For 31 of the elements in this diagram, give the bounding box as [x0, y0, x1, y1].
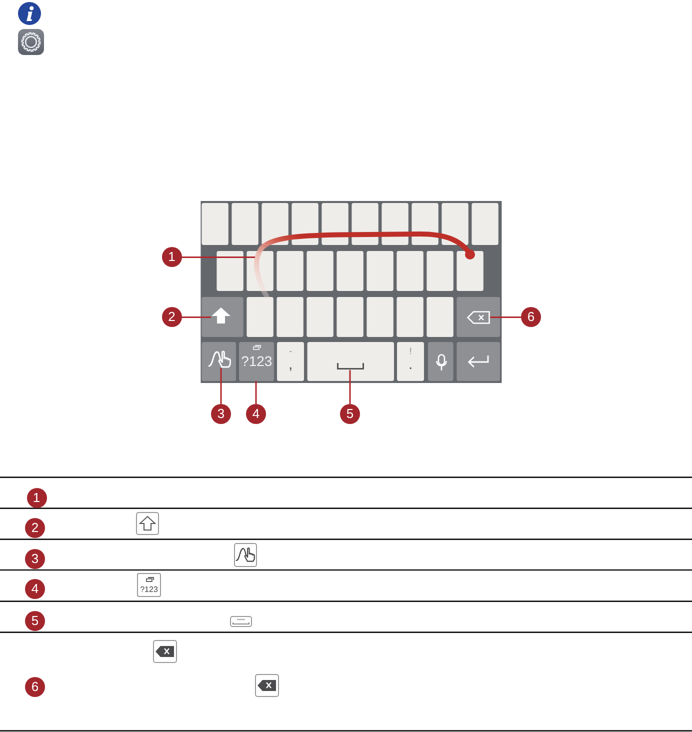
leader-line	[349, 370, 351, 404]
callout-number: 5	[25, 610, 45, 631]
callout-number: 2	[25, 518, 45, 538]
callout-number: 3	[25, 549, 45, 570]
leader-line	[220, 368, 222, 404]
callout-number: 5	[340, 404, 360, 424]
callout-number: 6	[25, 676, 45, 697]
key-label: ?123	[240, 354, 274, 369]
key-label: ?123	[139, 585, 159, 594]
leader-line	[182, 316, 211, 318]
key-hint: !	[408, 346, 413, 356]
callout-number: 3	[211, 404, 231, 424]
shift-arrow-icon	[211, 307, 231, 324]
keyboard-key	[239, 342, 274, 381]
callout-number: 4	[246, 404, 266, 424]
callout-number: 1	[26, 488, 46, 508]
callout-number: 6	[521, 307, 541, 328]
space-icon	[337, 363, 364, 370]
callout-number: 2	[162, 307, 182, 328]
leader-line	[490, 316, 521, 318]
keyboard-key	[397, 342, 424, 381]
leader-line	[255, 381, 257, 404]
keyboard-key	[277, 342, 304, 381]
callout-number: 1	[162, 247, 182, 268]
callout-number: 4	[25, 579, 45, 600]
backspace-icon	[467, 311, 490, 324]
key-hint: -	[288, 346, 294, 356]
leader-line	[182, 256, 255, 258]
hand-swipe-icon	[208, 349, 232, 368]
key-label: ,	[288, 357, 294, 373]
key-label: .	[408, 357, 414, 373]
